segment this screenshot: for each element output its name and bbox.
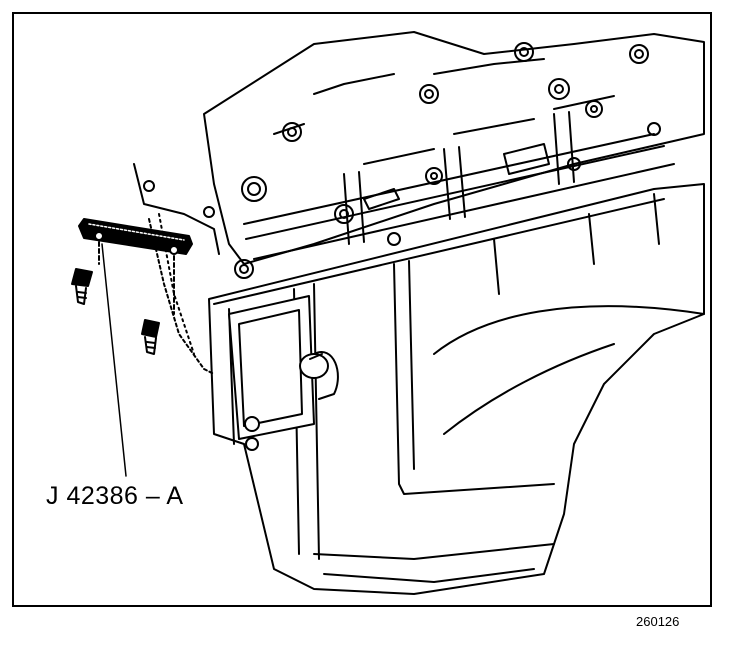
bolt-left — [71, 268, 93, 305]
engine-block — [203, 31, 705, 279]
callout-leader-line — [101, 243, 127, 477]
gasket-edge — [133, 163, 220, 375]
oil-pan — [208, 183, 705, 595]
tool-callout-label: J 42386 – A — [46, 482, 184, 510]
figure-number: 260126 — [636, 614, 680, 629]
engine-oil-pan-illustration — [71, 31, 705, 595]
bolt-right — [141, 319, 160, 355]
tool-j42386a — [78, 218, 193, 315]
illustration-frame — [12, 12, 712, 607]
